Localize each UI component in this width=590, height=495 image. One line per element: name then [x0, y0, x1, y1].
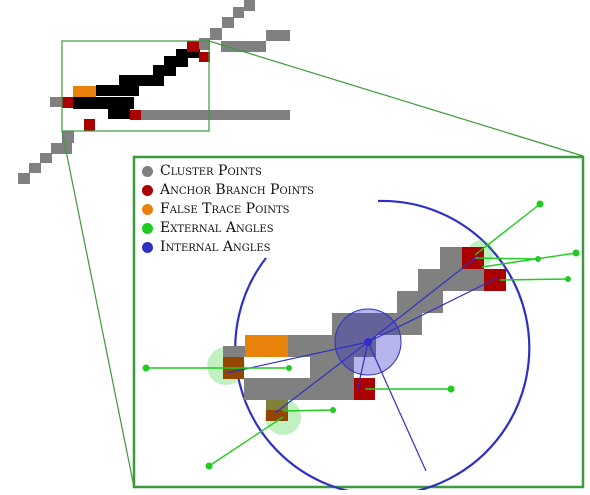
legend-label: Internal Angles: [160, 239, 271, 255]
legend-label: External Angles: [160, 220, 274, 236]
legend-item-internal-angles: Internal Angles: [142, 238, 314, 257]
zoom-window: [61, 40, 210, 132]
external-endpoints: [142, 200, 580, 470]
legend-swatch: [142, 242, 153, 253]
legend-item-cluster-points: Cluster Points: [142, 162, 314, 181]
overview-cluster-points: [18, 0, 290, 184]
legend-item-external-angles: External Angles: [142, 219, 314, 238]
zoom-connector-bottom: [61, 130, 135, 488]
zoom-cluster-points: [223, 247, 484, 411]
legend-label: Cluster Points: [160, 163, 262, 179]
legend-label: False Trace Points: [160, 201, 290, 217]
legend-swatch: [142, 223, 153, 234]
legend-item-false-trace-points: False Trace Points: [142, 200, 314, 219]
overview-anchor-points: [62, 41, 210, 131]
internal-lines: [226, 255, 498, 472]
legend-swatch: [142, 166, 153, 177]
legend-item-anchor-branch-points: Anchor Branch Points: [142, 181, 314, 200]
zoom-false-trace-point: [245, 335, 288, 357]
zoom-connector-top: [208, 40, 584, 157]
legend-swatch: [142, 204, 153, 215]
external-lines: [146, 203, 577, 467]
overview-trace-points: [73, 49, 200, 119]
overview-false-trace-point: [73, 86, 96, 97]
legend-swatch: [142, 185, 153, 196]
legend-label: Anchor Branch Points: [160, 182, 314, 198]
